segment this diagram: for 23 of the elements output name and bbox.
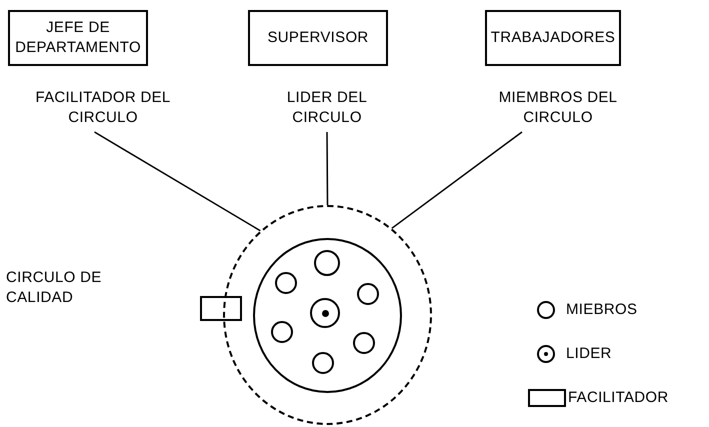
member-circle xyxy=(275,272,297,294)
supervisor-box: SUPERVISOR xyxy=(248,10,388,66)
quality-circle-boundary xyxy=(223,205,432,425)
facilitator-rectangle xyxy=(200,296,242,321)
legend-label: MIEBROS xyxy=(566,300,638,320)
members-caption: MIEMBROS DEL CIRCULO xyxy=(468,86,648,130)
member-circle xyxy=(357,283,379,305)
leader-line xyxy=(326,132,328,205)
leader-circle xyxy=(310,298,340,328)
workers-box: TRABAJADORES xyxy=(485,10,621,66)
leader-line xyxy=(391,131,522,229)
department-head-box: JEFE DE DEPARTAMENTO xyxy=(8,10,148,66)
legend-label: LIDER xyxy=(566,344,612,364)
facilitator-caption: FACILITADOR DEL CIRCULO xyxy=(18,86,188,130)
group-label: CIRCULO DE CALIDAD xyxy=(6,268,103,308)
member-circle xyxy=(314,250,340,276)
group-circle xyxy=(253,238,402,393)
leader-line xyxy=(94,131,261,232)
leader-caption: LIDER DEL CIRCULO xyxy=(262,86,392,130)
member-circle xyxy=(312,352,334,374)
legend-label: FACILITADOR xyxy=(568,388,669,408)
member-circle xyxy=(271,321,293,343)
member-circle xyxy=(353,332,375,354)
